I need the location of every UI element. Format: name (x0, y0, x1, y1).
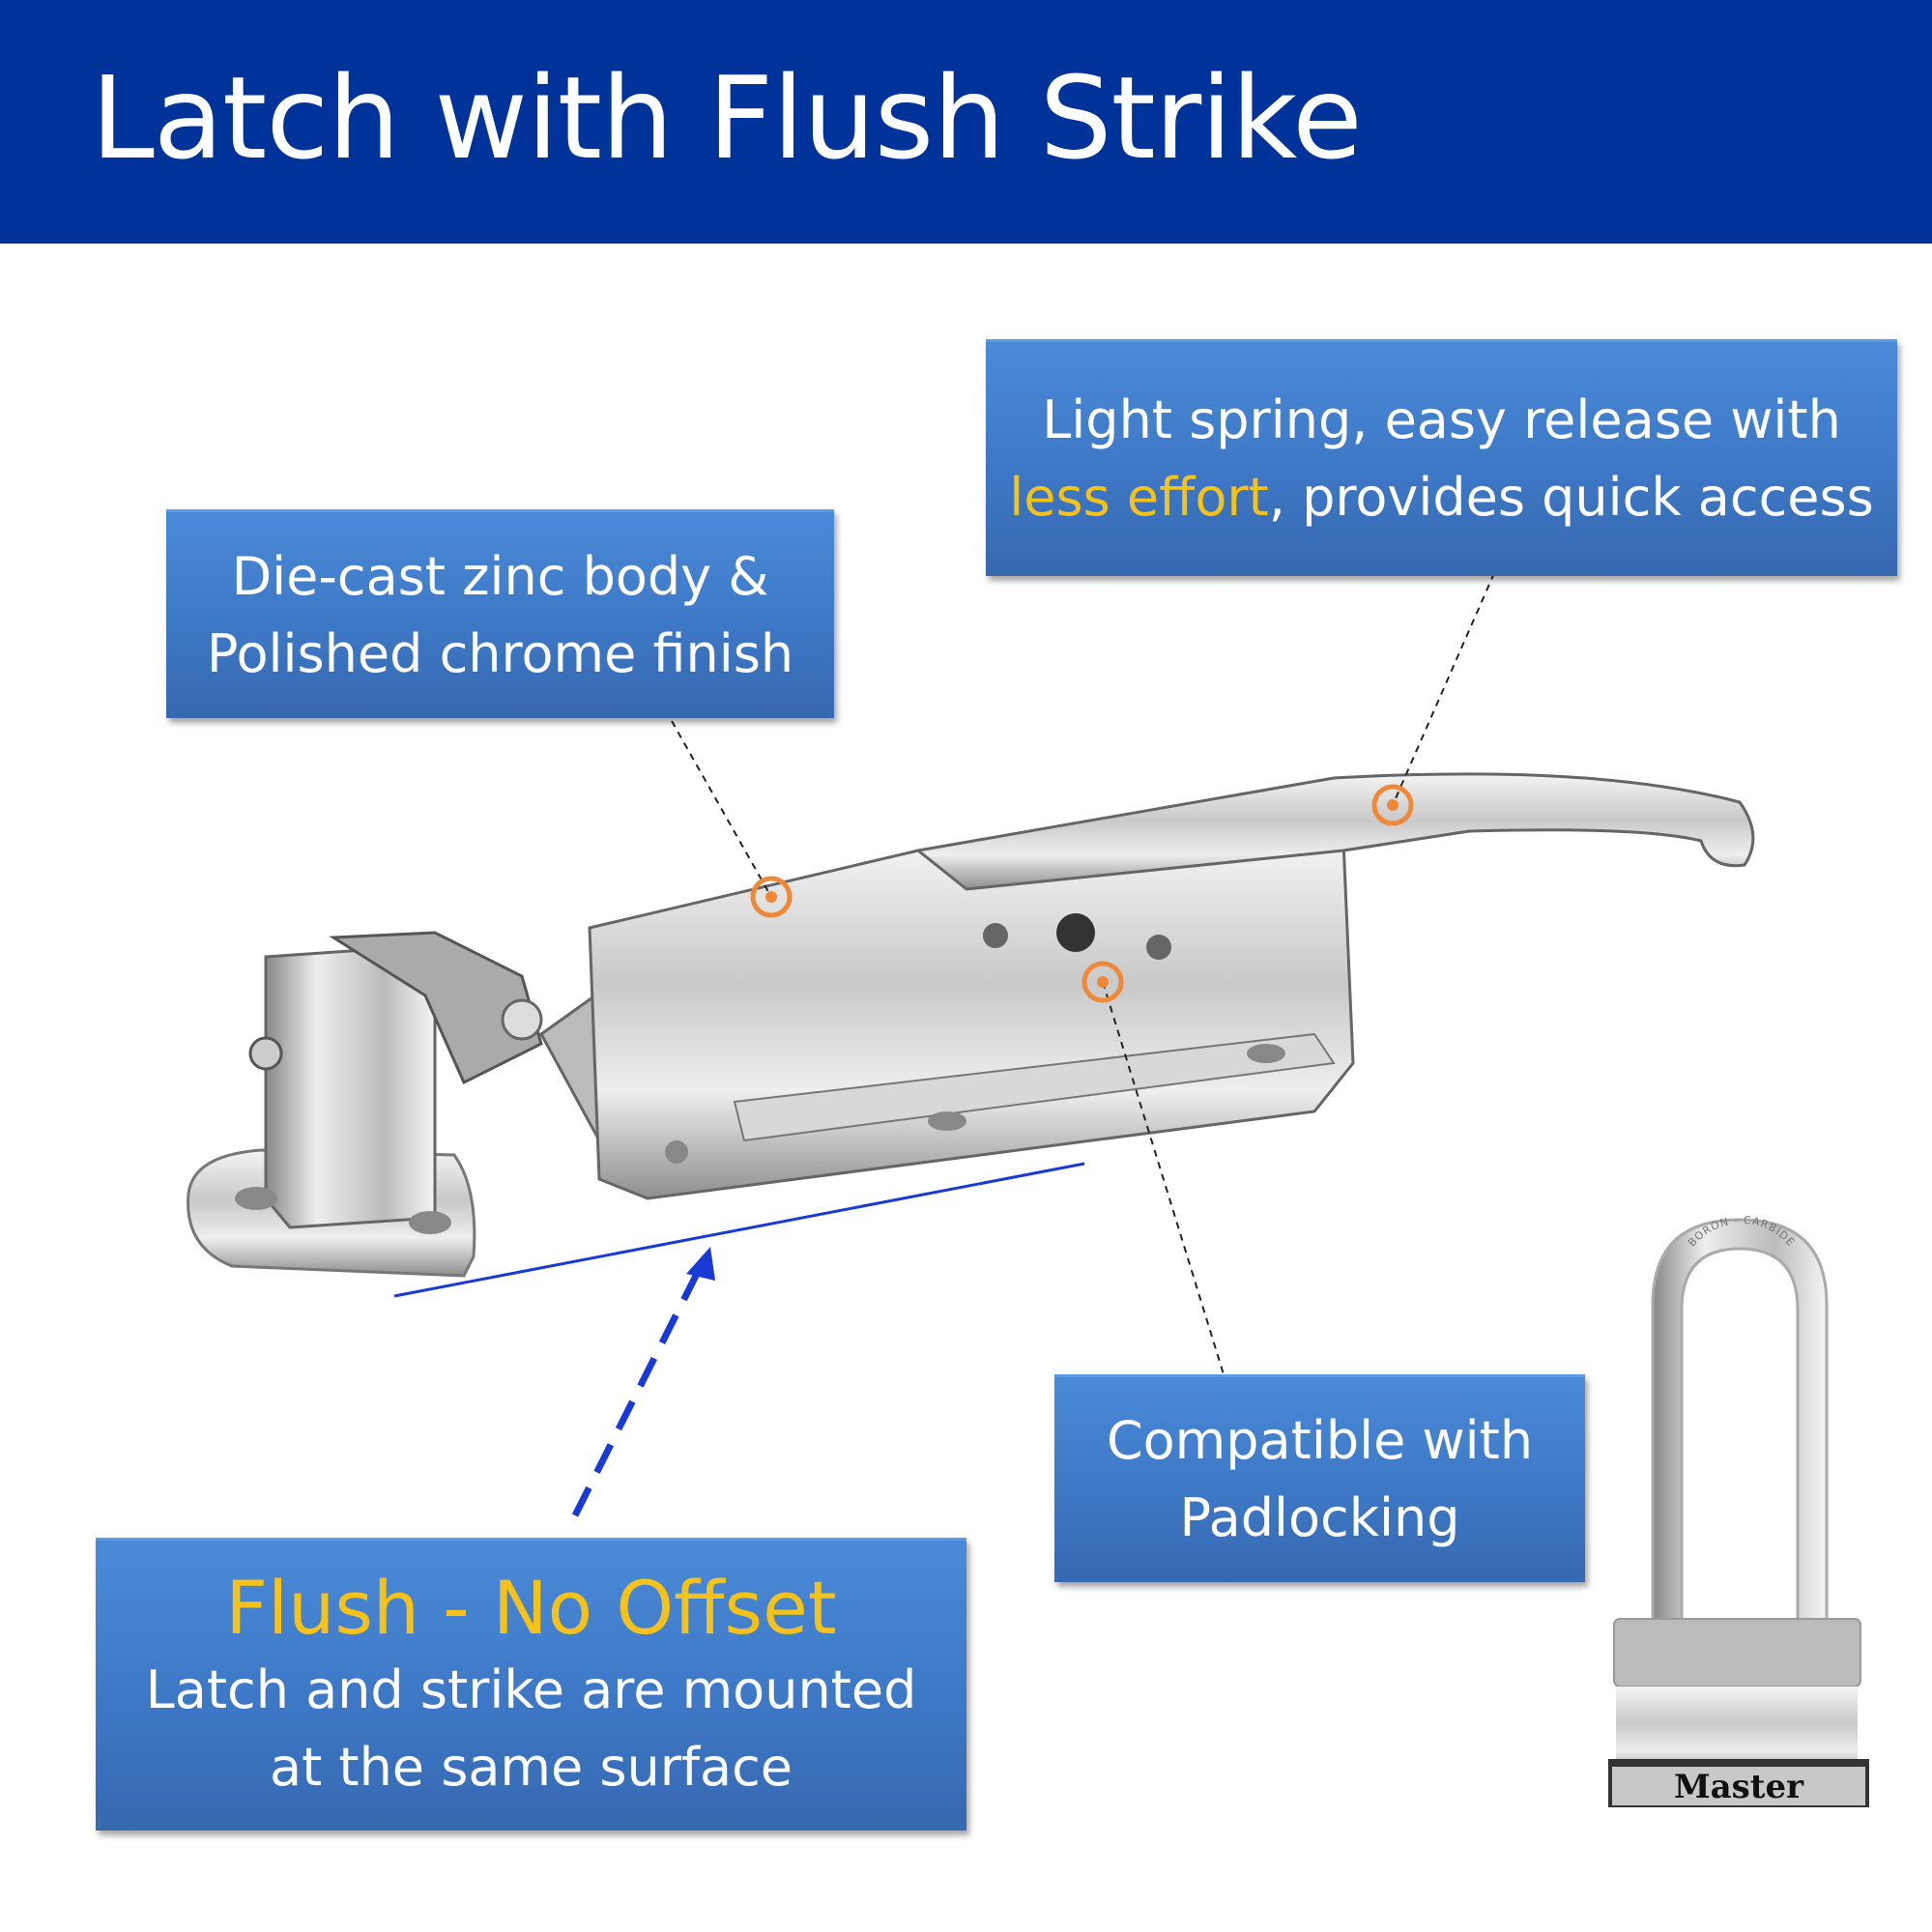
page-title: Latch with Flush Strike (91, 51, 1363, 185)
callout-spring-line1: Light spring, easy release with (1042, 389, 1841, 450)
leader-line-padlock (1102, 981, 1225, 1375)
callout-padlock-line1: Compatible with (1106, 1410, 1534, 1471)
callout-spring: Light spring, easy release with less eff… (986, 339, 1897, 576)
flush-arrow (571, 1264, 705, 1517)
title-banner: Latch with Flush Strike (0, 0, 1932, 244)
leader-line-body (671, 720, 772, 898)
callout-body-line2: Polished chrome finish (206, 622, 794, 684)
strike-image (187, 931, 543, 1278)
callout-flush-title: Flush - No Offset (225, 1565, 837, 1651)
callout-flush-line1: Latch and strike are mounted (145, 1659, 917, 1720)
marker-target-icon (1081, 961, 1124, 1003)
callout-padlock-line2: Padlocking (1179, 1487, 1460, 1548)
callout-flush: Flush - No Offset Latch and strike are m… (96, 1538, 966, 1831)
latch-image (539, 772, 1755, 1200)
callout-body-finish: Die-cast zinc body & Polished chrome fin… (166, 509, 834, 718)
callout-body-line1: Die-cast zinc body & (231, 545, 769, 607)
callout-flush-line2: at the same surface (269, 1737, 793, 1798)
mounting-surface-line (393, 1162, 1085, 1298)
callout-padlock: Compatible with Padlocking (1054, 1374, 1585, 1582)
callout-spring-line2-rest: , provides quick access (1268, 467, 1874, 528)
padlock-brand: Master (1674, 1768, 1804, 1806)
marker-target-icon (1371, 784, 1414, 826)
callout-spring-line2: less effort, provides quick access (986, 459, 1897, 536)
leader-line-spring (1392, 572, 1495, 806)
padlock-image: BORON - CARBIDE Master (1608, 1214, 1869, 1807)
arrow-head-icon (686, 1247, 715, 1281)
marker-target-icon (750, 876, 793, 918)
highlight-text: less effort (1009, 467, 1269, 528)
